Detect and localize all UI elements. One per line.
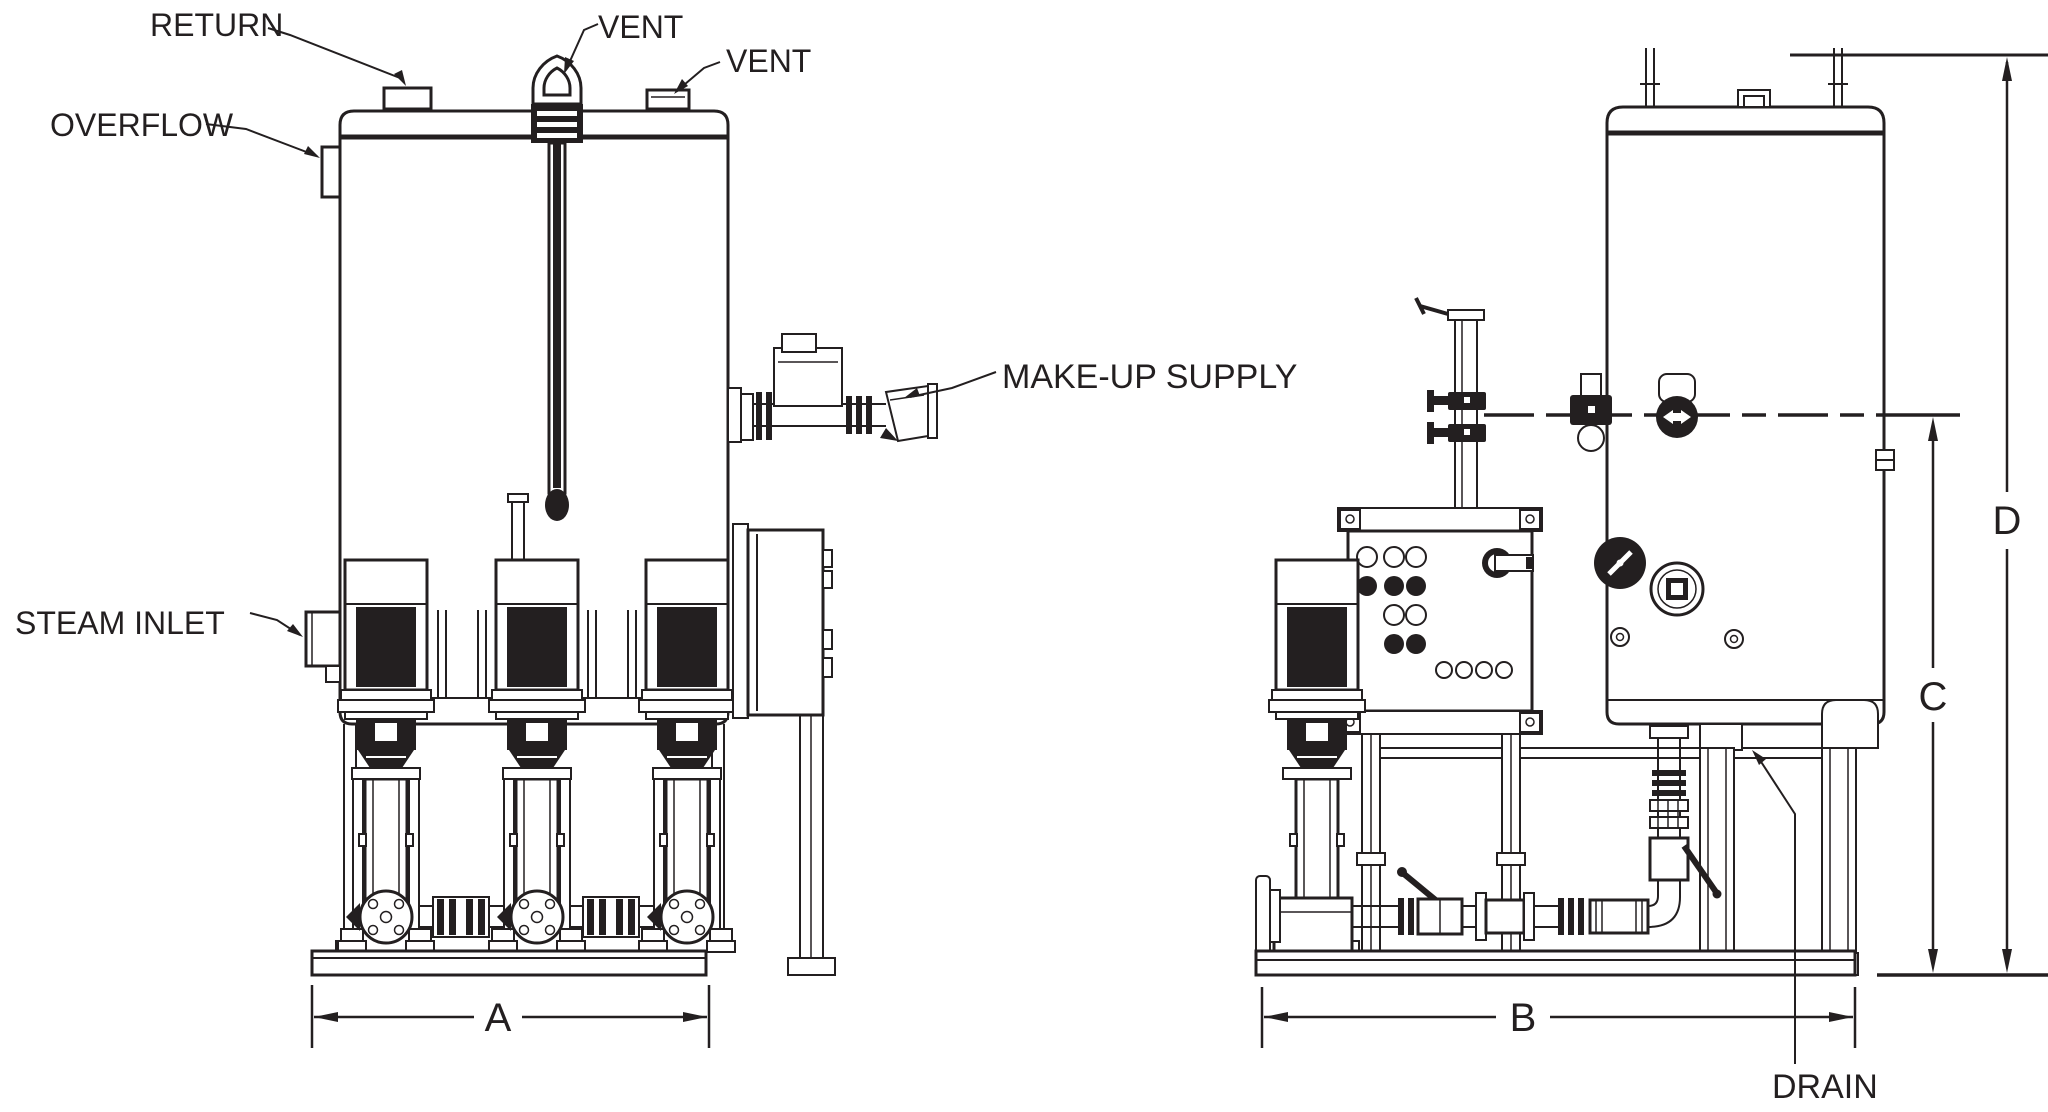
sensor-pipe — [507, 493, 529, 560]
selector-light — [1435, 661, 1453, 679]
pilot-light — [1405, 546, 1427, 568]
steam-inlet-fitting — [304, 610, 342, 683]
gauge-cock-lower — [1427, 422, 1486, 444]
ball-valve-lever-icon — [1681, 844, 1719, 894]
control-panel-side — [732, 523, 836, 976]
pilot-light — [1383, 546, 1405, 568]
drain-leader — [1752, 750, 1796, 1064]
float-valve — [1656, 373, 1698, 438]
side-tank-legs — [1691, 699, 1879, 976]
push-button — [1406, 576, 1426, 596]
selector-light — [1495, 661, 1513, 679]
side-piping — [1352, 725, 1722, 941]
gauge-standpipe — [1414, 297, 1486, 508]
dimension-d: D — [1790, 53, 2048, 977]
side-view: D C B DRAIN — [1254, 48, 2048, 1106]
sight-glass-icon — [1649, 561, 1705, 617]
side-skid-base — [1254, 949, 1857, 977]
dim-label-d: D — [1993, 499, 2022, 543]
disconnect-switch-icon — [1482, 548, 1534, 578]
push-button — [1406, 634, 1426, 654]
pump-2 — [489, 560, 585, 952]
manifold-coupling-1 — [432, 896, 490, 938]
vent-fitting-right — [645, 88, 691, 111]
lid-handle-icon — [1737, 89, 1771, 108]
push-button — [1384, 634, 1404, 654]
overflow-fitting — [320, 145, 342, 199]
pump-1 — [338, 560, 434, 952]
selector-light — [1475, 661, 1493, 679]
label-vent-fitting: VENT — [726, 43, 811, 79]
pilot-light — [1383, 604, 1405, 626]
dim-label-c: C — [1919, 675, 1948, 719]
manifold-coupling-2 — [582, 896, 640, 938]
pilot-light — [1356, 546, 1378, 568]
front-callout-leaders — [205, 23, 997, 637]
push-button — [1384, 576, 1404, 596]
dimension-a: A — [310, 985, 711, 1048]
return-fitting — [382, 86, 433, 111]
label-makeup-supply: MAKE-UP SUPPLY — [1002, 358, 1297, 396]
valve-lever-icon — [1402, 871, 1440, 905]
vent-pipe-and-lifting-lug — [531, 54, 583, 521]
wall-boss — [1875, 449, 1895, 471]
side-pump — [1255, 558, 1367, 957]
dim-label-b: B — [1510, 996, 1537, 1040]
dim-label-a: A — [485, 996, 512, 1040]
selector-light — [1455, 661, 1473, 679]
dimension-b: B — [1260, 987, 1857, 1048]
pump-3 — [639, 560, 735, 952]
gate-valve-icon — [1484, 898, 1526, 935]
gauge-cock-upper — [1427, 390, 1486, 412]
front-skid-base — [310, 949, 708, 977]
pilot-light — [1405, 604, 1427, 626]
label-return: RETURN — [150, 7, 283, 43]
label-drain: DRAIN — [1772, 1068, 1878, 1106]
label-steam-inlet: STEAM INLET — [15, 605, 225, 641]
pressure-gauge-icon — [1594, 537, 1646, 589]
front-view: A RETURN VENT VENT OVERFLOW STEAM INLET … — [15, 7, 1297, 1048]
label-overflow: OVERFLOW — [50, 107, 234, 143]
control-panel — [1337, 507, 1543, 735]
panel-struts — [1356, 733, 1526, 954]
level-switch — [1570, 373, 1612, 452]
suction-flange — [1255, 875, 1271, 957]
tank-bolts — [1610, 627, 1744, 649]
dimension-c: C — [1919, 417, 1948, 973]
lifting-lug-icon — [531, 54, 583, 106]
discharge-risers — [437, 610, 637, 698]
makeup-supply-valve — [727, 333, 938, 443]
label-vent-lug: VENT — [598, 9, 683, 45]
solenoid-valve-icon — [773, 347, 843, 407]
side-top-fittings — [1640, 48, 1848, 108]
push-button — [1357, 576, 1377, 596]
drain-ball-valve — [1648, 836, 1690, 882]
